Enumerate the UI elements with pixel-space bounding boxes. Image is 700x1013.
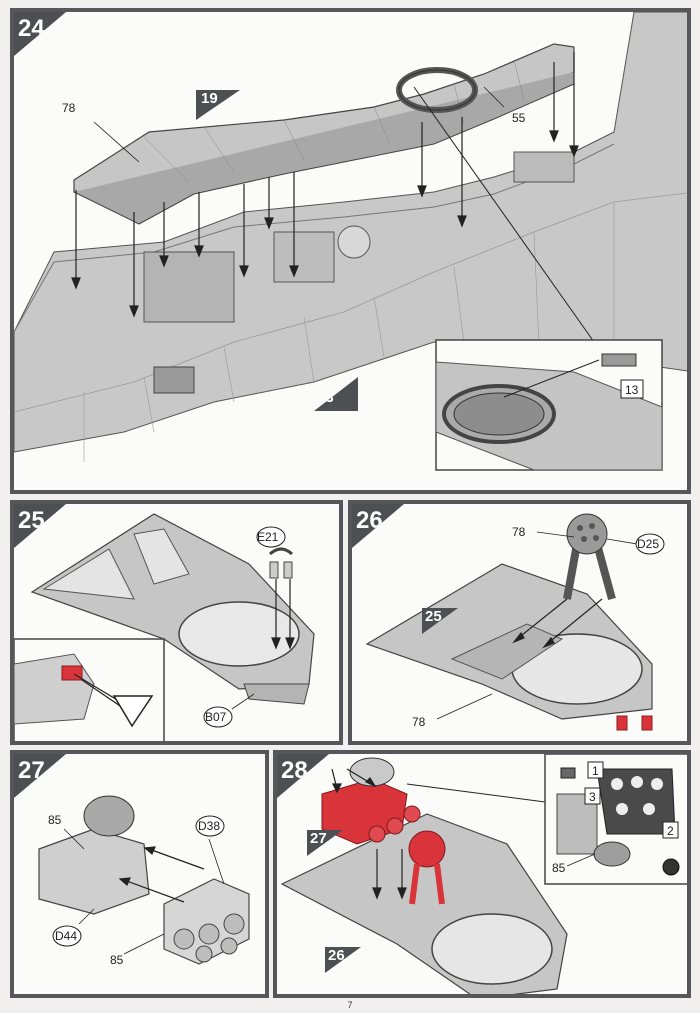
- step-27-panel: 27 85 D38 D44 85: [10, 750, 269, 998]
- step-24-panel: 24: [10, 8, 691, 494]
- step-26-panel: 26 78 D25 78 25: [348, 500, 691, 745]
- part-label-D25: D25: [637, 537, 659, 551]
- decal-box-13: [620, 379, 644, 399]
- step-25-panel: 25 E21 B07: [10, 500, 343, 745]
- decal-label-13: 13: [625, 383, 639, 397]
- decal-box-3: [584, 787, 601, 805]
- part-label-D44: D44: [55, 929, 77, 943]
- part-label-78: 78: [62, 101, 76, 115]
- page-number: 7: [347, 1000, 353, 1010]
- part-label-85-top: 85: [48, 813, 62, 827]
- decal-label-3: 3: [589, 790, 596, 804]
- step-28-drawing: 1 3 2 85: [280, 754, 687, 994]
- part-label-85: 85: [552, 861, 566, 875]
- decal-label-2: 2: [667, 824, 674, 838]
- decal-box-1: [587, 761, 604, 779]
- step-24-drawing: 78 55 13: [14, 12, 687, 471]
- step-28-panel: 28 1 3 2 85 27 26: [273, 750, 691, 998]
- decal-box-2: [662, 821, 679, 839]
- part-label-D38: D38: [198, 819, 220, 833]
- part-label-55: 55: [512, 111, 526, 125]
- part-label-85-bottom: 85: [110, 953, 124, 967]
- step-27-drawing: 85 D38 D44 85: [38, 795, 250, 967]
- step-26-drawing: 78 D25 78: [365, 513, 665, 731]
- part-label-B07: B07: [205, 710, 227, 724]
- part-label-E21: E21: [257, 530, 279, 544]
- seat-assembly: [38, 828, 150, 915]
- part-label-78-top: 78: [512, 525, 526, 539]
- part-label-78-bottom: 78: [412, 715, 426, 729]
- decal-label-1: 1: [592, 764, 599, 778]
- step-25-drawing: E21 B07: [14, 513, 315, 741]
